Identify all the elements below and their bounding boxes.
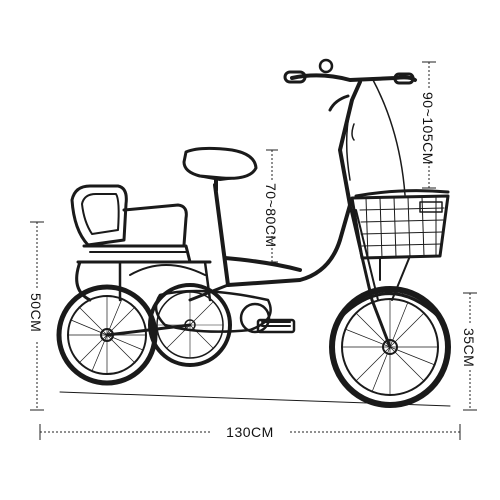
tricycle-illustration xyxy=(56,58,451,408)
drivetrain xyxy=(154,289,296,334)
saddle xyxy=(182,146,258,192)
front-wheel xyxy=(329,286,451,408)
rear-height-label: 50CM xyxy=(28,293,44,332)
front-basket xyxy=(350,189,450,301)
rear-wheel xyxy=(56,284,158,386)
rear-frame xyxy=(75,260,212,337)
handlebar-height-dimension: 90~105CM xyxy=(420,61,436,189)
front-height-dimension: 35CM xyxy=(461,292,477,411)
rear-height-dimension: 50CM xyxy=(28,221,44,411)
rear-seat xyxy=(70,184,192,264)
total-length-label: 130CM xyxy=(226,424,274,440)
handlebar-height-label: 90~105CM xyxy=(420,92,436,165)
total-length-dimension: 130CM xyxy=(39,424,461,440)
seat-height-label: 70~80CM xyxy=(263,183,279,248)
handlebar-assembly xyxy=(283,58,417,207)
front-height-label: 35CM xyxy=(461,328,477,367)
seat-height-dimension: 70~80CM xyxy=(263,149,279,263)
